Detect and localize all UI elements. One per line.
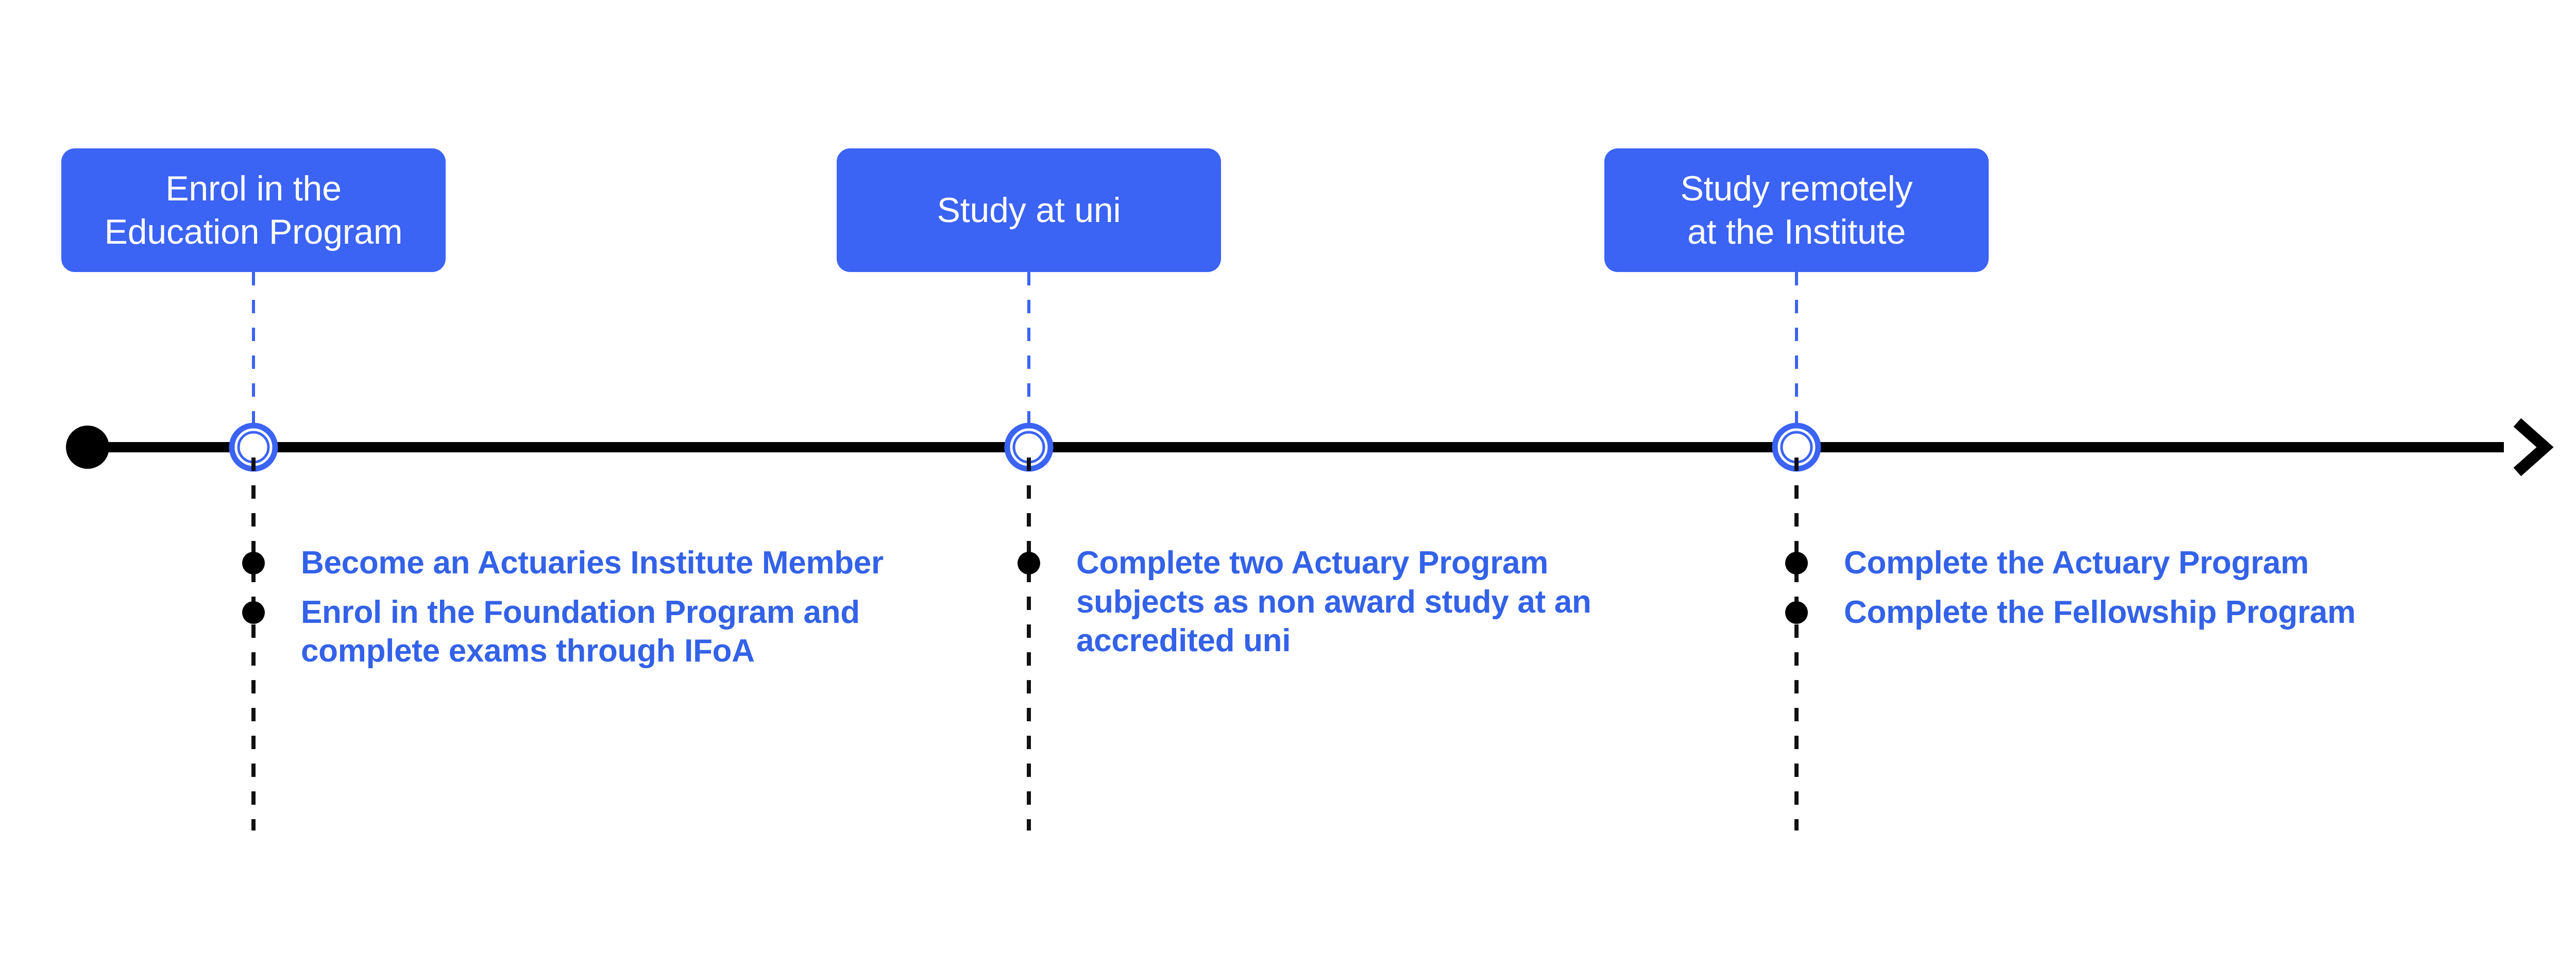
list-item: Become an Actuaries Institute Member xyxy=(242,544,1026,583)
connector-dash-upper xyxy=(1795,272,1798,438)
milestone-bullet-list: Complete two Actuary Program subjects as… xyxy=(1018,544,1802,671)
bullet-dot-icon xyxy=(1785,601,1808,624)
connector-dash-upper xyxy=(252,272,255,438)
milestone-box-label: Study at uni xyxy=(937,190,1121,230)
bullet-label: Complete the Fellowship Program xyxy=(1844,594,2356,630)
bullet-label: Complete the Actuary Program xyxy=(1844,545,2309,581)
bullet-label: Complete two Actuary Program subjects as… xyxy=(1076,545,1591,659)
milestone-box-enrol-education-program[interactable]: Enrol in the Education Program xyxy=(61,148,446,272)
connector-dash-upper xyxy=(1027,272,1030,438)
list-item: Complete two Actuary Program subjects as… xyxy=(1018,544,1802,660)
timeline-start-dot-icon xyxy=(66,426,109,469)
milestone-box-study-remotely-institute[interactable]: Study remotely at the Institute xyxy=(1604,148,1989,272)
bullet-dot-icon xyxy=(1018,552,1040,574)
connector-dash-lower xyxy=(1027,457,1031,831)
connector-dash-lower xyxy=(1794,457,1799,831)
bullet-label: Become an Actuaries Institute Member xyxy=(301,545,884,581)
bullet-dot-icon xyxy=(242,601,265,624)
timeline-arrow-right-icon xyxy=(2494,412,2564,482)
connector-dash-lower xyxy=(251,457,256,831)
milestone-box-study-at-uni[interactable]: Study at uni xyxy=(837,148,1221,272)
bullet-dot-icon xyxy=(242,552,265,574)
list-item: Enrol in the Foundation Program and comp… xyxy=(242,593,1026,671)
list-item: Complete the Actuary Program xyxy=(1785,544,2569,583)
bullet-dot-icon xyxy=(1785,552,1808,574)
milestone-box-label: Study remotely at the Institute xyxy=(1680,168,1913,251)
milestone-box-label: Enrol in the Education Program xyxy=(104,168,403,251)
timeline-axis-line xyxy=(82,442,2504,452)
list-item: Complete the Fellowship Program xyxy=(1785,593,2569,632)
bullet-label: Enrol in the Foundation Program and comp… xyxy=(301,594,860,669)
